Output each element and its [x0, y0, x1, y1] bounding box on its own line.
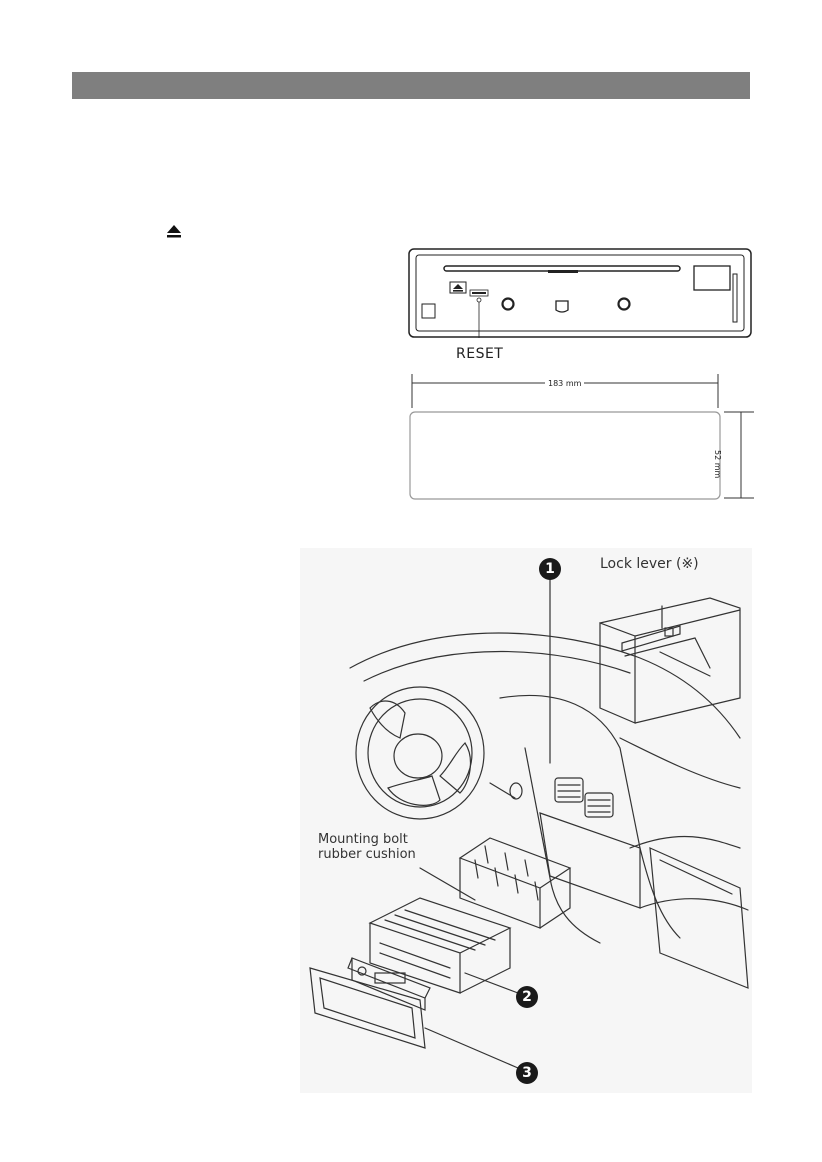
- faceplate-eject-icon: [449, 281, 467, 294]
- mounting-bolt-label: Mounting bolt rubber cushion: [318, 832, 416, 862]
- section-header-bar: [72, 72, 750, 99]
- faceplate-diagram: [408, 248, 752, 338]
- eject-icon: [167, 225, 181, 238]
- height-dimension-label: 52 mm: [713, 450, 722, 479]
- installation-illustration: [300, 548, 752, 1093]
- callout-2: 2: [516, 986, 538, 1008]
- callout-3: 3: [516, 1062, 538, 1084]
- width-dimension-label: 183 mm: [545, 379, 585, 388]
- reset-label: RESET: [456, 346, 504, 362]
- mounting-bolt-line: Mounting bolt: [318, 832, 408, 847]
- lock-lever-label: Lock lever (※): [600, 556, 699, 572]
- rubber-cushion-line: rubber cushion: [318, 847, 416, 862]
- dimension-diagram: [409, 374, 754, 500]
- callout-1: 1: [539, 558, 561, 580]
